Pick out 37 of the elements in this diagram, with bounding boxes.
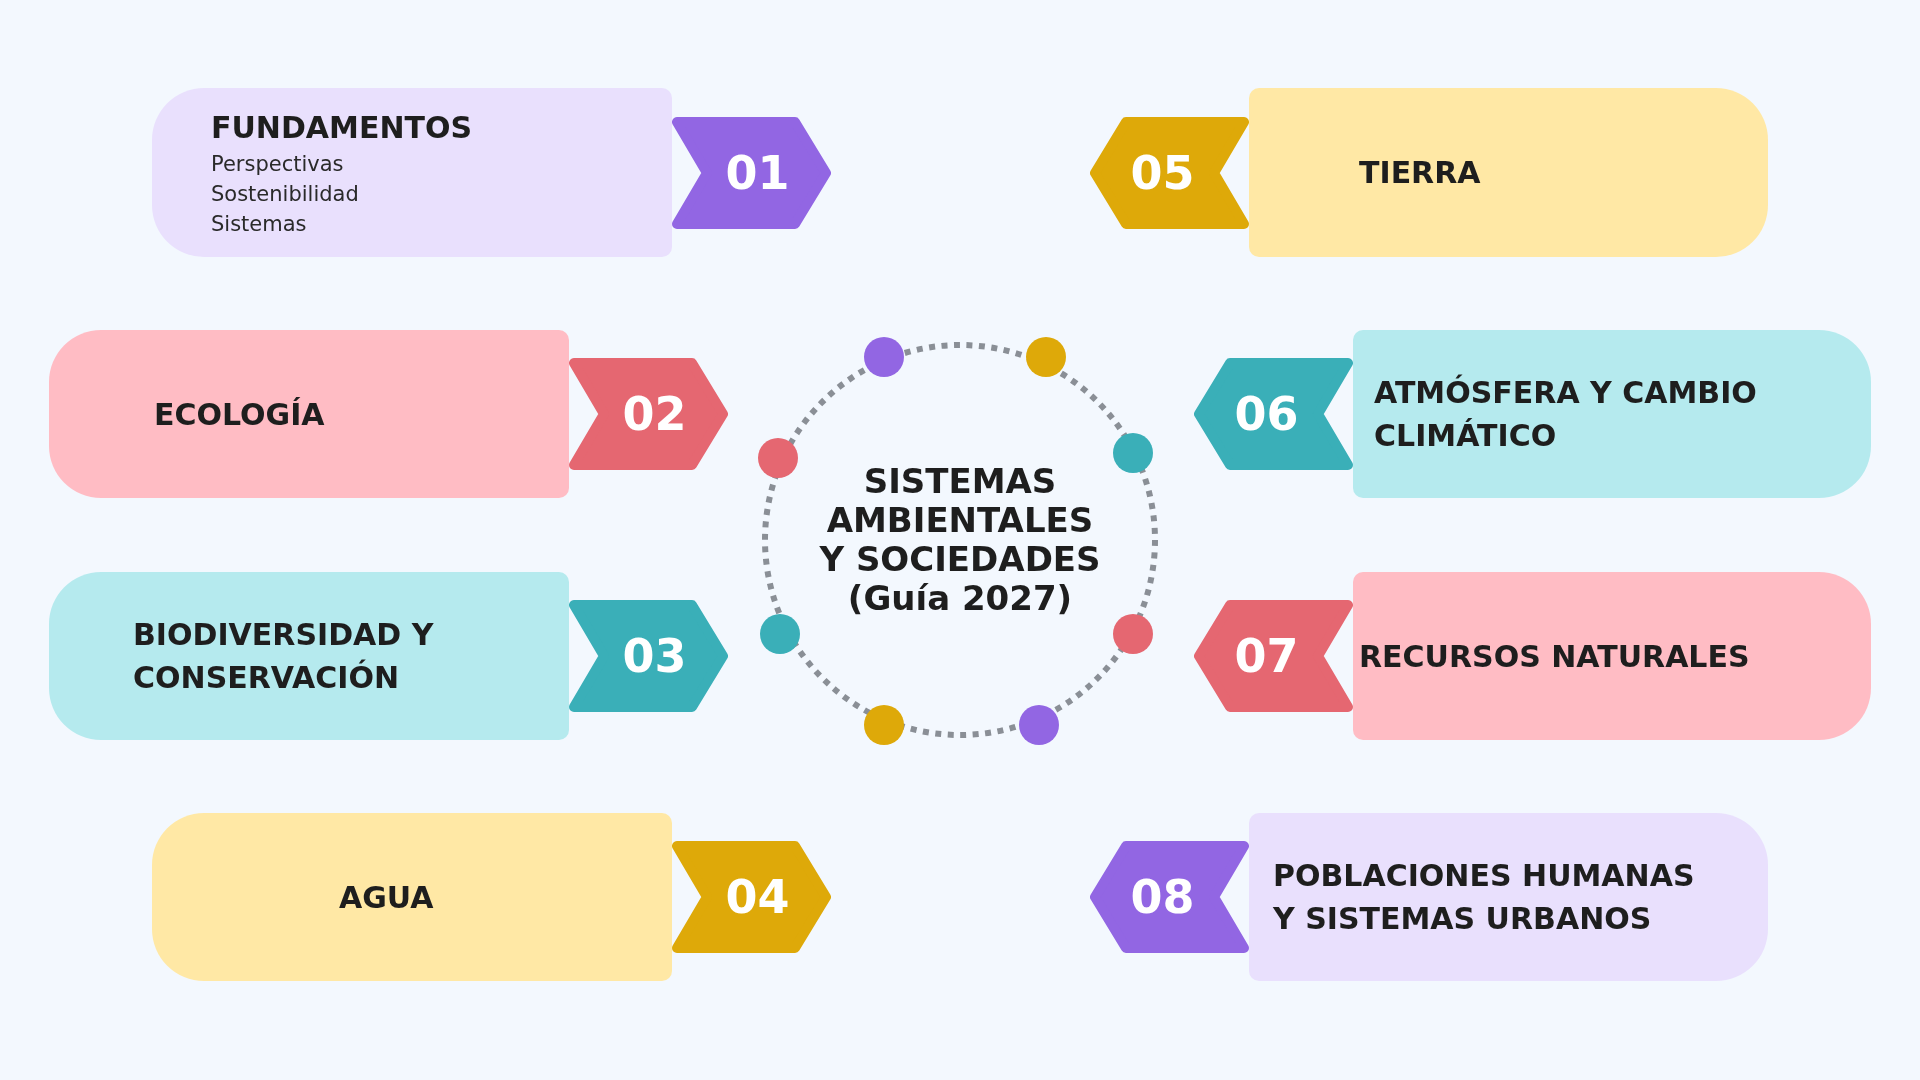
card-heading: BIODIVERSIDAD Y CONSERVACIÓN (133, 616, 435, 697)
topic-list-item: Sostenibilidad (211, 181, 359, 208)
card-heading: FUNDAMENTOS (211, 109, 473, 147)
card-heading: AGUA (339, 878, 434, 917)
topic-card (1353, 330, 1871, 498)
card-heading: POBLACIONES HUMANAS Y SISTEMAS URBANOS (1273, 857, 1696, 938)
number-tag (569, 600, 728, 712)
step-number: 08 (1130, 871, 1195, 923)
step-number: 06 (1234, 388, 1299, 440)
card-heading: ATMÓSFERA Y CAMBIO CLIMÁTICO (1374, 373, 1758, 455)
number-tag (1090, 117, 1249, 229)
number-tag (1194, 358, 1353, 470)
topic-card (1249, 88, 1768, 257)
step-number: 03 (622, 630, 687, 682)
topic-list-item: Sistemas (211, 211, 307, 238)
center-title: SISTEMAS AMBIENTALES Y SOCIEDADES (Guía 2027) (818, 462, 1102, 618)
card-heading: TIERRA (1359, 154, 1481, 192)
number-tag (1194, 600, 1353, 712)
card-heading: RECURSOS NATURALES (1359, 637, 1750, 676)
topic-card (49, 572, 569, 740)
topic-card (152, 813, 672, 981)
card-heading: ECOLOGÍA (154, 395, 325, 434)
step-number: 01 (725, 147, 790, 199)
number-tag (672, 841, 831, 953)
topic-card (1353, 572, 1871, 740)
number-tag (672, 117, 831, 229)
step-number: 05 (1130, 147, 1195, 199)
step-number: 07 (1234, 630, 1299, 682)
topic-card (1249, 813, 1768, 981)
number-tag (569, 358, 728, 470)
step-number: 02 (622, 388, 687, 440)
topic-list-item: Perspectivas (211, 151, 344, 178)
topic-card (152, 88, 672, 257)
dotted-circle (762, 342, 1158, 738)
number-tag (1090, 841, 1249, 953)
topic-card (49, 330, 569, 498)
step-number: 04 (725, 871, 790, 923)
